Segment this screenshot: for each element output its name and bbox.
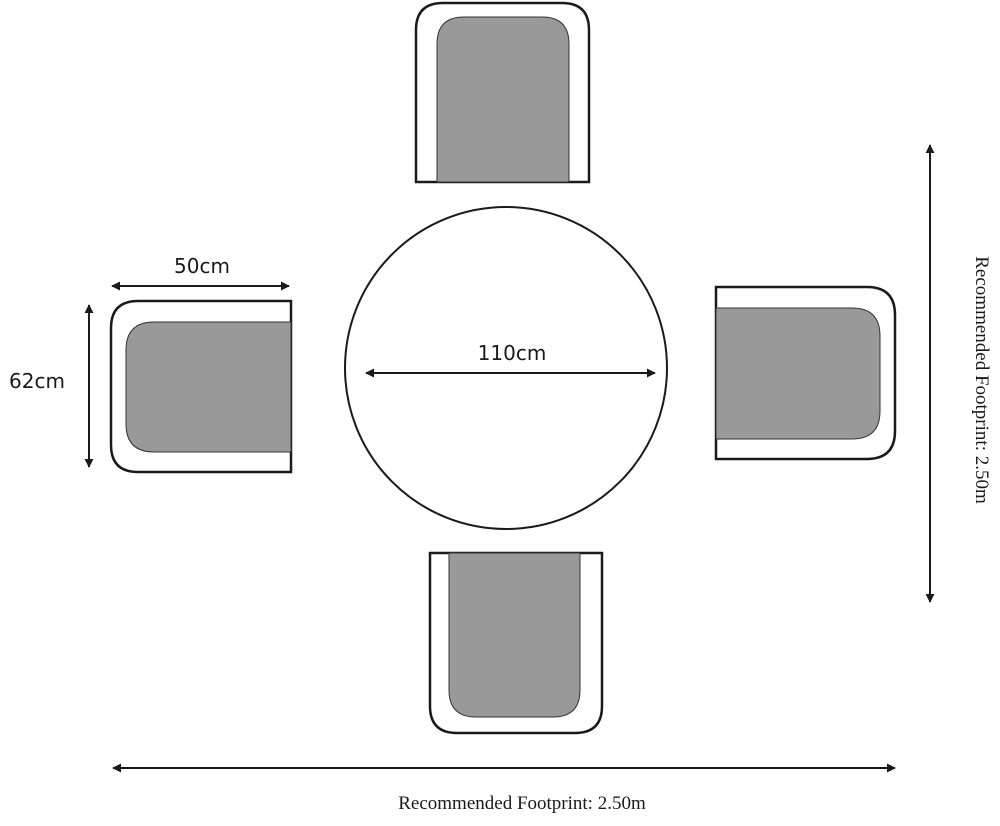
chair-left-cushion [125, 321, 292, 453]
chair-right-cushion [715, 307, 881, 440]
chair-bottom-cushion [448, 552, 581, 718]
table-diameter-label: 110cm [478, 341, 547, 365]
footprint-vertical-label: Recommended Footprint: 2.50m [971, 256, 992, 504]
chair-top-cushion [436, 16, 570, 183]
chair-top [414, 1, 591, 184]
round-table [344, 206, 668, 530]
chair-bottom [428, 551, 604, 735]
chair-width-label: 50cm [174, 254, 230, 278]
chair-depth-label: 62cm [9, 369, 65, 393]
chair-left [109, 299, 293, 474]
chair-right [714, 285, 897, 461]
footprint-horizontal-label: Recommended Footprint: 2.50m [398, 793, 646, 814]
